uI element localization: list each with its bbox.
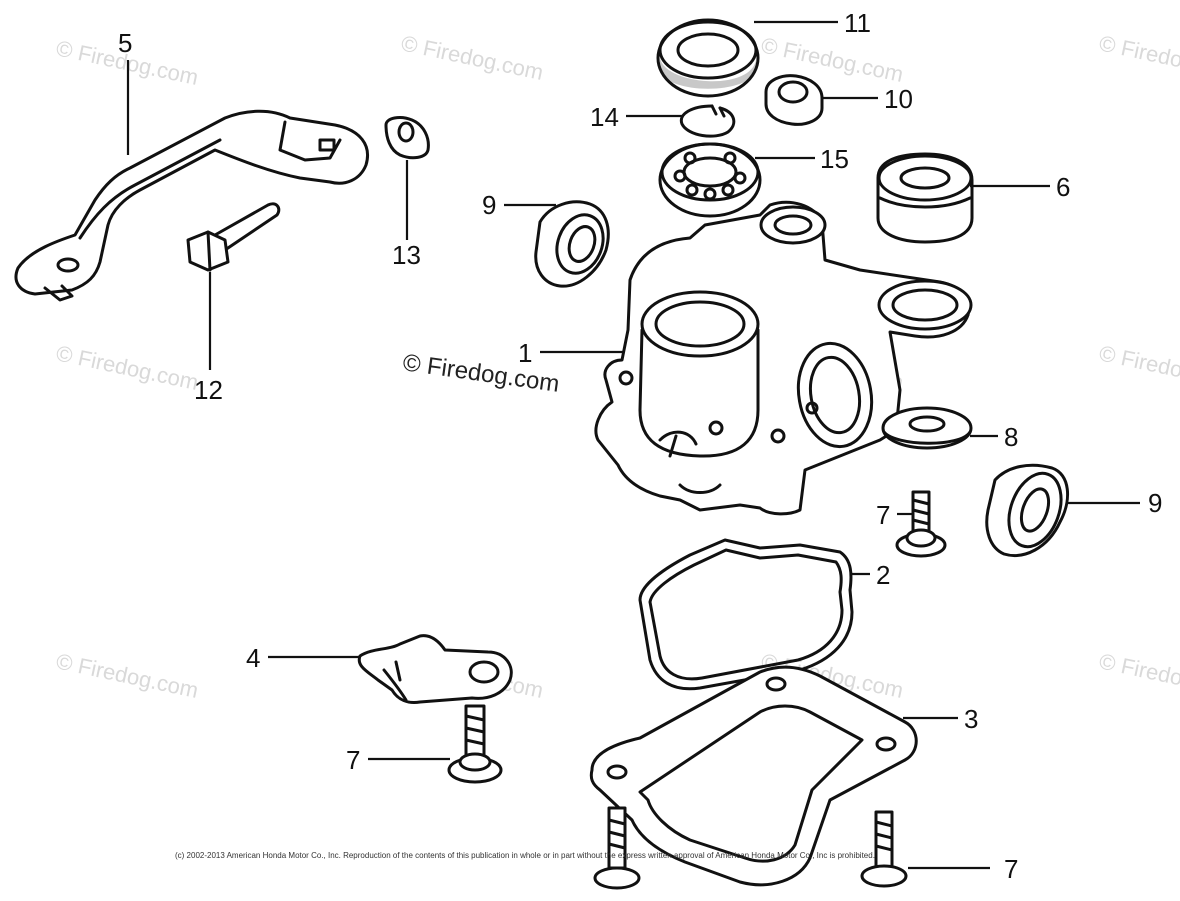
watermark: © Firedog.com <box>1097 340 1180 395</box>
watermark: © Firedog.com <box>1097 30 1180 85</box>
part-7-bolt-right <box>895 490 947 558</box>
callout-2: 2 <box>876 560 890 590</box>
watermark: © Firedog.com <box>399 30 546 85</box>
part-4-bracket <box>357 634 513 704</box>
part-2-gasket <box>638 538 854 691</box>
callout-5: 5 <box>118 28 132 58</box>
callout-11: 11 <box>844 8 871 38</box>
callout-9-upper: 9 <box>482 190 496 220</box>
callout-1: 1 <box>518 338 532 368</box>
callout-13: 13 <box>392 240 421 270</box>
callout-8: 8 <box>1004 422 1018 452</box>
part-9-seal-upper <box>534 200 610 288</box>
part-3-cover <box>589 665 918 887</box>
part-10-collar <box>764 74 824 126</box>
part-13-nut <box>384 116 430 160</box>
watermark-main: © Firedog.com <box>401 349 561 398</box>
part-12-bolt <box>186 202 281 272</box>
callout-12: 12 <box>194 375 223 405</box>
callout-labels: 5 12 13 11 10 14 15 6 9 1 8 9 7 2 4 7 3 … <box>118 8 1162 884</box>
callout-9-lower: 9 <box>1148 488 1162 518</box>
callout-7-bottom: 7 <box>1004 854 1018 884</box>
part-15-bearing <box>658 142 762 218</box>
part-7-bolt-left <box>447 704 503 784</box>
callout-4: 4 <box>246 643 260 673</box>
part-8-washer <box>881 406 973 450</box>
callout-3: 3 <box>964 704 978 734</box>
part-7-bolts-bottom <box>593 806 908 890</box>
part-6-bushing <box>876 152 974 244</box>
watermark: © Firedog.com <box>54 340 201 395</box>
callout-6: 6 <box>1056 172 1070 202</box>
callout-7-right: 7 <box>876 500 890 530</box>
callout-10: 10 <box>884 84 913 114</box>
part-14-circlip <box>679 104 736 138</box>
part-11-seal <box>656 18 760 98</box>
part-5-bracket <box>14 109 369 302</box>
copyright-notice: (c) 2002-2013 American Honda Motor Co., … <box>175 851 875 860</box>
watermark: © Firedog.com <box>1097 648 1180 703</box>
part-9-seal-lower <box>985 463 1070 557</box>
callout-14: 14 <box>590 102 619 132</box>
callout-15: 15 <box>820 144 849 174</box>
watermark: © Firedog.com <box>54 648 201 703</box>
callout-7-left: 7 <box>346 745 360 775</box>
leader-lines <box>126 20 1140 870</box>
part-1-housing <box>594 200 973 516</box>
